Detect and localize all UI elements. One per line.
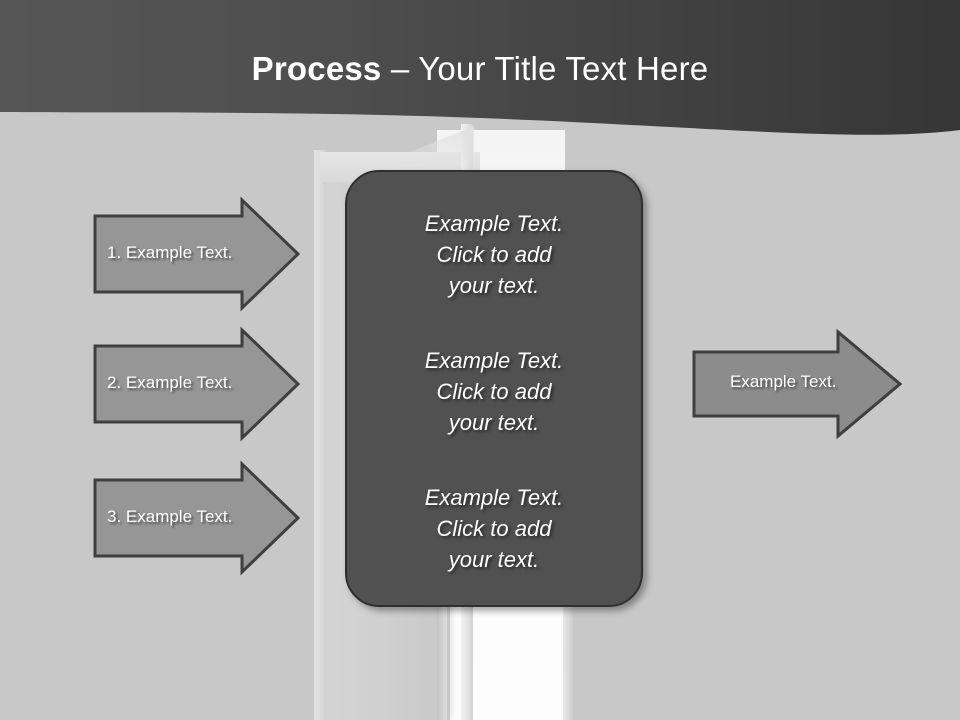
arrow-right-icon [93,326,301,442]
center-content-box[interactable]: Example Text. Click to add your text. Ex… [345,170,643,607]
process-arrow-2-label: 2. Example Text. [107,373,233,392]
center-text-block-3-line3: your text. [448,547,540,572]
arrow-right-icon [93,196,301,312]
center-text-block-3-line2: Click to add [436,516,552,541]
process-arrow-3-label: 3. Example Text. [107,507,233,526]
process-arrow-1-label: 1. Example Text. [107,243,233,262]
center-text-block-2-line2: Click to add [436,379,552,404]
door-inner-shadow [437,604,447,720]
center-text-block-1-line2: Click to add [436,242,552,267]
header-shape [0,0,960,135]
center-text-block-2-line3: your text. [448,410,540,435]
center-text-block-1-line3: your text. [448,273,540,298]
page-title: Process – Your Title Text Here [0,50,960,88]
center-text-block-3: Example Text. Click to add your text. [373,482,615,575]
process-output-arrow-label: Example Text. [730,372,837,391]
page-title-separator: – [381,50,419,87]
arrow-right-icon [692,328,903,440]
center-text-block-2-line1: Example Text. [424,348,564,373]
page-title-bold: Process [251,50,382,87]
process-arrow-2[interactable]: 2. Example Text. [93,326,301,442]
header-band: Process – Your Title Text Here [0,0,960,150]
process-arrow-3[interactable]: 3. Example Text. [93,460,301,576]
center-text-block-1-line1: Example Text. [424,211,564,236]
center-text-block-2: Example Text. Click to add your text. [373,345,615,438]
process-arrow-1[interactable]: 1. Example Text. [93,196,301,312]
process-output-arrow[interactable]: Example Text. [692,328,903,440]
center-text-block-1: Example Text. Click to add your text. [373,208,615,301]
wall-right-edge [563,604,573,720]
door-frame-left [314,150,326,720]
center-text-block-3-line1: Example Text. [424,485,564,510]
page-title-rest: Your Title Text Here [418,50,709,87]
arrow-right-icon [93,460,301,576]
